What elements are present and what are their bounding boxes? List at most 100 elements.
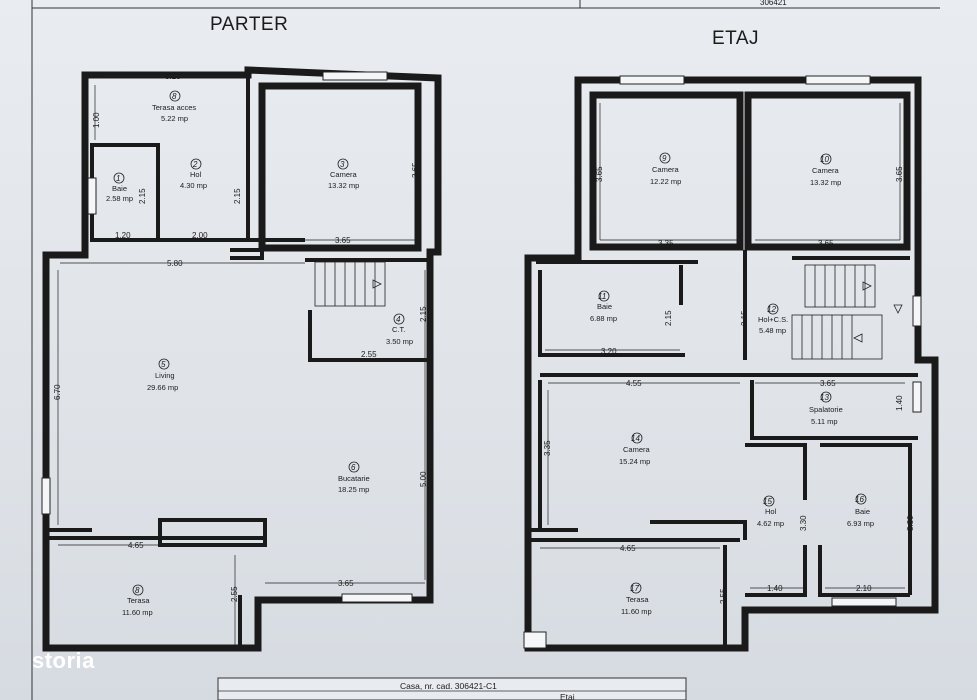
- svg-text:1.40: 1.40: [895, 395, 904, 411]
- svg-text:2.55: 2.55: [361, 350, 377, 359]
- room-3-name: Camera: [330, 170, 358, 179]
- room-4-area: 3.50 mp: [386, 337, 413, 346]
- svg-text:2.15: 2.15: [740, 310, 749, 326]
- room-15-area: 4.62 mp: [757, 519, 784, 528]
- svg-text:4.65: 4.65: [128, 541, 144, 550]
- room-16-name: Baie: [855, 507, 870, 516]
- room-2-number: 2: [192, 160, 198, 169]
- room-10-number: 10: [820, 155, 829, 164]
- room-8-area: 11.60 mp: [122, 608, 153, 617]
- room-11-name: Baie: [597, 302, 612, 311]
- room-8-number: 8: [135, 586, 140, 595]
- etaj-room-labels: 9 Camera 12.22 mp 10 Camera 13.32 mp 11 …: [590, 152, 874, 616]
- room-9-number: 9: [662, 154, 667, 163]
- room-17-name: Terasa: [626, 595, 649, 604]
- room-16-area: 6.93 mp: [847, 519, 874, 528]
- room-10-name: Camera: [812, 166, 840, 175]
- room-12-name: Hol+C.S.: [758, 315, 788, 324]
- etaj-title: ETAJ: [712, 28, 759, 49]
- svg-text:2.55: 2.55: [719, 588, 728, 604]
- room-10-area: 13.32 mp: [810, 178, 841, 187]
- svg-text:3.65: 3.65: [335, 236, 351, 245]
- svg-text:4.65: 4.65: [620, 544, 636, 553]
- top-code-text: 306421: [760, 0, 787, 7]
- room-16-number: 16: [855, 495, 864, 504]
- room-15-number: 15: [763, 497, 772, 506]
- etaj-dimensions: 3.65 3.35 3.65 3.65 2.15 2.15 3.20 4.55 …: [543, 166, 915, 604]
- parter-dimensions: 3.15 1.00 2.15 2.15 1.20 2.00 3.65 3.65 …: [53, 72, 428, 602]
- window: [341, 593, 413, 603]
- room-14-number: 14: [631, 434, 640, 443]
- room-12-number: 12: [767, 305, 776, 314]
- svg-text:2.00: 2.00: [192, 231, 208, 240]
- room-5-name: Living: [155, 371, 175, 380]
- svg-text:3.15: 3.15: [165, 72, 181, 81]
- svg-text:3.65: 3.65: [820, 379, 836, 388]
- room-14-name: Camera: [623, 445, 651, 454]
- svg-text:2.15: 2.15: [233, 188, 242, 204]
- svg-text:3.30: 3.30: [906, 515, 915, 531]
- svg-text:2.10: 2.10: [856, 584, 872, 593]
- svg-text:2.15: 2.15: [664, 310, 673, 326]
- room-6-name: Bucatarie: [338, 474, 370, 483]
- svg-text:3.65: 3.65: [338, 579, 354, 588]
- svg-text:2.15: 2.15: [138, 188, 147, 204]
- room-7-number: 8: [172, 92, 177, 101]
- room-8-name: Terasa: [127, 596, 150, 605]
- room-17-area: 11.60 mp: [621, 607, 652, 616]
- title-block: Casa, nr. cad. 306421-C1 Etaj: [217, 677, 687, 700]
- room-3-number: 3: [340, 160, 345, 169]
- title-block-line1: Casa, nr. cad. 306421-C1: [400, 681, 497, 691]
- room-13-area: 5.11 mp: [811, 417, 838, 426]
- room-15-name: Hol: [765, 507, 777, 516]
- svg-text:2.55: 2.55: [230, 586, 239, 602]
- room-9-name: Camera: [652, 165, 680, 174]
- room-11-area: 6.88 mp: [590, 314, 617, 323]
- svg-text:1.00: 1.00: [92, 112, 101, 128]
- window: [87, 177, 97, 215]
- svg-text:3.65: 3.65: [895, 166, 904, 182]
- room-5-area: 29.66 mp: [147, 383, 178, 392]
- room-4-name: C.T.: [392, 325, 405, 334]
- room-5-number: 5: [161, 360, 166, 369]
- svg-text:3.65: 3.65: [818, 239, 834, 248]
- svg-text:5.00: 5.00: [419, 471, 428, 487]
- svg-text:3.30: 3.30: [799, 515, 808, 531]
- svg-text:3.65: 3.65: [411, 162, 420, 178]
- room-6-number: 6: [351, 463, 356, 472]
- svg-text:2.15: 2.15: [419, 306, 428, 322]
- room-2-name: Hol: [190, 170, 202, 179]
- room-1-number: 1: [116, 174, 120, 183]
- svg-text:1.40: 1.40: [767, 584, 783, 593]
- room-4-number: 4: [396, 315, 401, 324]
- room-1-name: Baie: [112, 184, 127, 193]
- room-7-area: 5.22 mp: [161, 114, 188, 123]
- room-3-area: 13.32 mp: [328, 181, 359, 190]
- parter-plan: [41, 66, 442, 652]
- window: [322, 71, 388, 81]
- storia-logo: storia: [32, 648, 95, 673]
- room-17-number: 17: [630, 584, 639, 593]
- parter-title: PARTER: [210, 14, 288, 35]
- room-13-number: 13: [820, 393, 829, 402]
- room-13-name: Spalatorie: [809, 405, 843, 414]
- room-2-area: 4.30 mp: [180, 181, 207, 190]
- room-1-area: 2.58 mp: [106, 194, 133, 203]
- svg-text:6.70: 6.70: [53, 384, 62, 400]
- svg-text:3.35: 3.35: [543, 440, 552, 456]
- parter-room-labels: 8 Terasa acces 5.22 mp 1 Baie 2.58 mp 2 …: [106, 90, 413, 617]
- room-6-area: 18.25 mp: [338, 485, 369, 494]
- svg-text:4.55: 4.55: [626, 379, 642, 388]
- storia-watermark: storia: [32, 648, 95, 673]
- svg-text:1.20: 1.20: [115, 231, 131, 240]
- svg-text:3.20: 3.20: [601, 347, 617, 356]
- room-9-area: 12.22 mp: [650, 177, 681, 186]
- room-14-area: 15.24 mp: [619, 457, 650, 466]
- title-block-line2: Etaj: [560, 692, 575, 700]
- room-12-area: 5.48 mp: [759, 326, 786, 335]
- svg-text:3.35: 3.35: [658, 239, 674, 248]
- svg-text:5.80: 5.80: [167, 259, 183, 268]
- svg-text:3.65: 3.65: [595, 166, 604, 182]
